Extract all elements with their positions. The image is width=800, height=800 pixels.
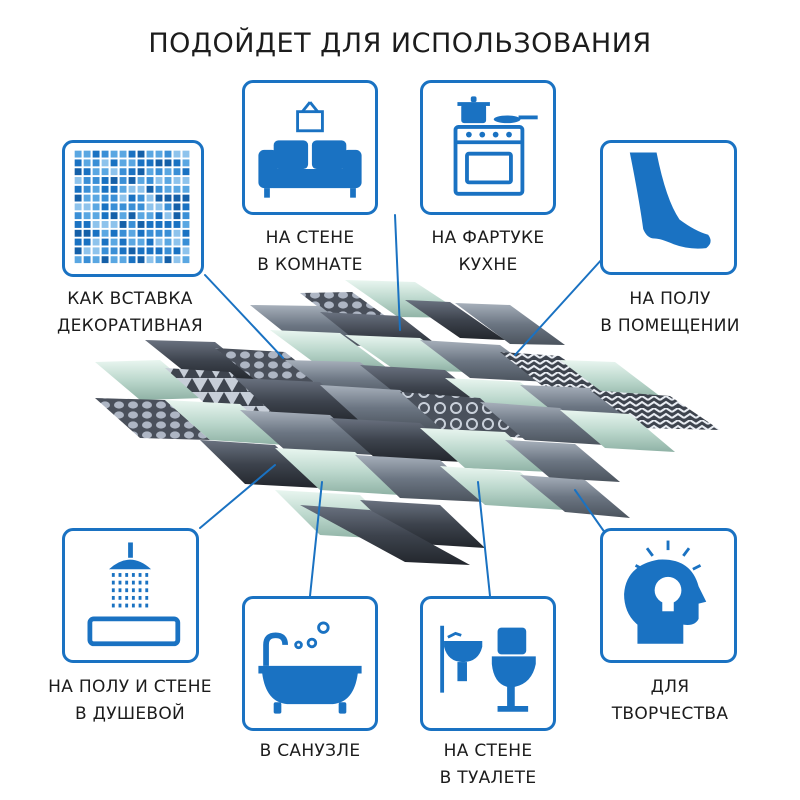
label-decorative-insert: КАК ВСТАВКА ДЕКОРАТИВНАЯ — [57, 289, 203, 336]
label-floor-room: НА ПОЛУ В ПОМЕЩЕНИИ — [600, 289, 740, 336]
connector-line — [514, 257, 604, 356]
card-kitchen-apron — [420, 80, 556, 215]
card-floor-room — [600, 140, 737, 275]
card-decorative-insert — [62, 140, 204, 277]
card-creativity — [600, 528, 737, 663]
label-shower: НА ПОЛУ И СТЕНЕ В ДУШЕВОЙ — [48, 677, 212, 724]
connector-line — [204, 274, 284, 359]
label-creativity: ДЛЯ ТВОРЧЕСТВА — [611, 677, 729, 724]
living-room-sofa-icon — [258, 101, 362, 198]
label-toilet: НА СТЕНЕ В ТУАЛЕТЕ — [439, 741, 537, 788]
page-title: ПОДОЙДЕТ ДЛЯ ИСПОЛЬЗОВАНИЯ — [148, 28, 652, 59]
connector-line — [394, 214, 401, 331]
connector-line — [199, 464, 276, 529]
connector-line — [477, 481, 491, 597]
kitchen-stove-icon — [453, 96, 538, 196]
mosaic-tiles-icon — [74, 150, 190, 264]
label-bathroom: В САНУЗЛЕ — [259, 741, 361, 761]
head-lightbulb-icon — [624, 540, 707, 644]
connector-line — [309, 481, 323, 597]
label-wall-room: НА СТЕНЕ В КОМНАТЕ — [257, 228, 363, 275]
foot-icon — [629, 152, 711, 249]
shower-icon — [87, 542, 181, 647]
card-toilet — [420, 596, 556, 731]
card-bathroom — [242, 596, 378, 731]
card-wall-room — [242, 80, 378, 215]
label-kitchen-apron: НА ФАРТУКЕ КУХНЕ — [431, 228, 545, 275]
card-shower — [62, 528, 199, 663]
mosaic-sheet — [95, 280, 720, 565]
toilet-sink-icon — [440, 625, 536, 712]
bathtub-icon — [258, 621, 362, 714]
